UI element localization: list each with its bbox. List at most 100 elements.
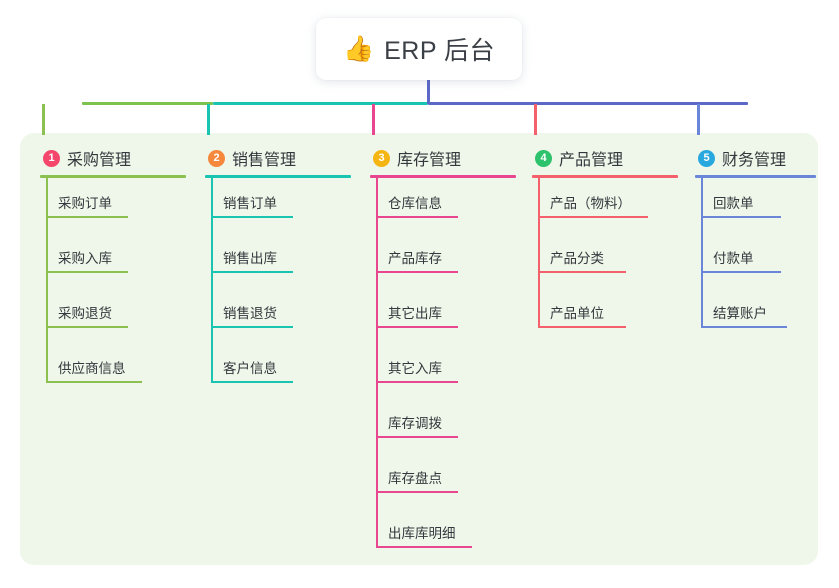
leaf-item[interactable]: 库存盘点 (370, 453, 520, 508)
column-spine (211, 178, 213, 381)
leaf-item-label: 客户信息 (223, 361, 277, 376)
column-header-5[interactable]: 5 财务管理 (695, 146, 820, 170)
column-header-1[interactable]: 1 采购管理 (40, 146, 190, 170)
number-badge-3: 3 (373, 149, 390, 167)
leaf-item-rule (46, 326, 128, 328)
leaf-item[interactable]: 产品单位 (532, 288, 682, 343)
column-产品管理: 4 产品管理产品（物料） 产品分类产品单位 (532, 146, 682, 343)
column-header-rule (205, 175, 351, 178)
leaf-item-rule (211, 216, 293, 218)
leaf-item[interactable]: 付款单 (695, 233, 820, 288)
leaf-item[interactable]: 采购退货 (40, 288, 190, 343)
leaf-item[interactable]: 其它出库 (370, 288, 520, 343)
leaf-item-rule (46, 271, 128, 273)
leaf-item-rule (211, 271, 293, 273)
leaf-item[interactable]: 客户信息 (205, 343, 355, 398)
stub-column-3 (372, 104, 375, 135)
stub-column-1 (42, 104, 45, 135)
connector-teal-segment (213, 102, 428, 105)
connector-green-segment (82, 102, 213, 105)
column-header-3[interactable]: 3 库存管理 (370, 146, 520, 170)
column-title: 销售管理 (232, 152, 297, 169)
leaf-item-rule (211, 381, 293, 383)
leaf-item[interactable]: 库存调拨 (370, 398, 520, 453)
leaf-item-label: 付款单 (713, 251, 754, 266)
leaf-item-label: 销售订单 (223, 196, 277, 211)
leaf-item[interactable]: 销售订单 (205, 178, 355, 233)
leaf-item-label: 采购订单 (58, 196, 112, 211)
leaf-item[interactable]: 产品（物料） (532, 178, 682, 233)
column-采购管理: 1 采购管理采购订单采购入库采购退货供应商信息 (40, 146, 190, 398)
column-items: 产品（物料） 产品分类产品单位 (532, 178, 682, 343)
column-header-rule (370, 175, 516, 178)
leaf-item-rule (701, 271, 781, 273)
leaf-item[interactable]: 出库库明细 (370, 508, 520, 563)
leaf-item-label: 产品库存 (388, 251, 442, 266)
leaf-item-label: 其它入库 (388, 361, 442, 376)
column-title: 产品管理 (559, 152, 624, 169)
connector-blue-segment (428, 102, 748, 105)
leaf-item[interactable]: 供应商信息 (40, 343, 190, 398)
leaf-item-rule (538, 271, 626, 273)
leaf-item-rule (46, 381, 142, 383)
leaf-item[interactable]: 结算账户 (695, 288, 820, 343)
stub-column-4 (534, 104, 537, 135)
stub-column-2 (207, 104, 210, 135)
column-items: 回款单付款单结算账户 (695, 178, 820, 343)
column-title: 财务管理 (722, 152, 787, 169)
column-items: 采购订单采购入库采购退货供应商信息 (40, 178, 190, 398)
number-badge-4: 4 (535, 149, 552, 167)
leaf-item-label: 结算账户 (713, 306, 767, 321)
leaf-item-label: 库存盘点 (388, 471, 442, 486)
leaf-item[interactable]: 采购订单 (40, 178, 190, 233)
leaf-item[interactable]: 销售出库 (205, 233, 355, 288)
column-title: 库存管理 (397, 152, 462, 169)
leaf-item-rule (376, 271, 458, 273)
leaf-item-rule (376, 326, 458, 328)
leaf-item-label: 采购入库 (58, 251, 112, 266)
leaf-item-rule (376, 436, 458, 438)
column-header-rule (40, 175, 186, 178)
leaf-item-rule (701, 326, 787, 328)
column-header-4[interactable]: 4 产品管理 (532, 146, 682, 170)
root-vertical-connector (427, 80, 430, 104)
leaf-item[interactable]: 采购入库 (40, 233, 190, 288)
leaf-item-rule (376, 381, 458, 383)
number-badge-5: 5 (698, 149, 715, 167)
stub-column-5 (697, 104, 700, 135)
column-财务管理: 5 财务管理回款单付款单结算账户 (695, 146, 820, 343)
number-badge-1: 1 (43, 149, 60, 167)
leaf-item[interactable]: 回款单 (695, 178, 820, 233)
leaf-item-label: 其它出库 (388, 306, 442, 321)
column-spine (538, 178, 540, 326)
leaf-item[interactable]: 其它入库 (370, 343, 520, 398)
column-库存管理: 3 库存管理仓库信息产品库存其它出库其它入库库存调拨库存盘点出库库明细 (370, 146, 520, 563)
thumbs-up-icon: 👍 (342, 34, 375, 63)
column-header-rule (532, 175, 678, 178)
root-node-erp-backend[interactable]: 👍 ERP 后台 (316, 18, 522, 80)
leaf-item-label: 销售退货 (223, 306, 277, 321)
leaf-item[interactable]: 产品分类 (532, 233, 682, 288)
leaf-item-label: 供应商信息 (58, 361, 126, 376)
leaf-item-label: 销售出库 (223, 251, 277, 266)
leaf-item-label: 回款单 (713, 196, 754, 211)
leaf-item-label: 产品（物料） (550, 196, 631, 211)
column-items: 仓库信息产品库存其它出库其它入库库存调拨库存盘点出库库明细 (370, 178, 520, 563)
leaf-item-label: 仓库信息 (388, 196, 442, 211)
leaf-item-rule (376, 491, 458, 493)
leaf-item-rule (701, 216, 781, 218)
leaf-item-rule (211, 326, 293, 328)
leaf-item[interactable]: 产品库存 (370, 233, 520, 288)
leaf-item[interactable]: 仓库信息 (370, 178, 520, 233)
leaf-item-label: 产品分类 (550, 251, 604, 266)
column-items: 销售订单销售出库销售退货客户信息 (205, 178, 355, 398)
column-title: 采购管理 (67, 152, 132, 169)
leaf-item[interactable]: 销售退货 (205, 288, 355, 343)
leaf-item-rule (376, 546, 472, 548)
column-header-rule (695, 175, 816, 178)
leaf-item-label: 库存调拨 (388, 416, 442, 431)
column-spine (701, 178, 703, 326)
